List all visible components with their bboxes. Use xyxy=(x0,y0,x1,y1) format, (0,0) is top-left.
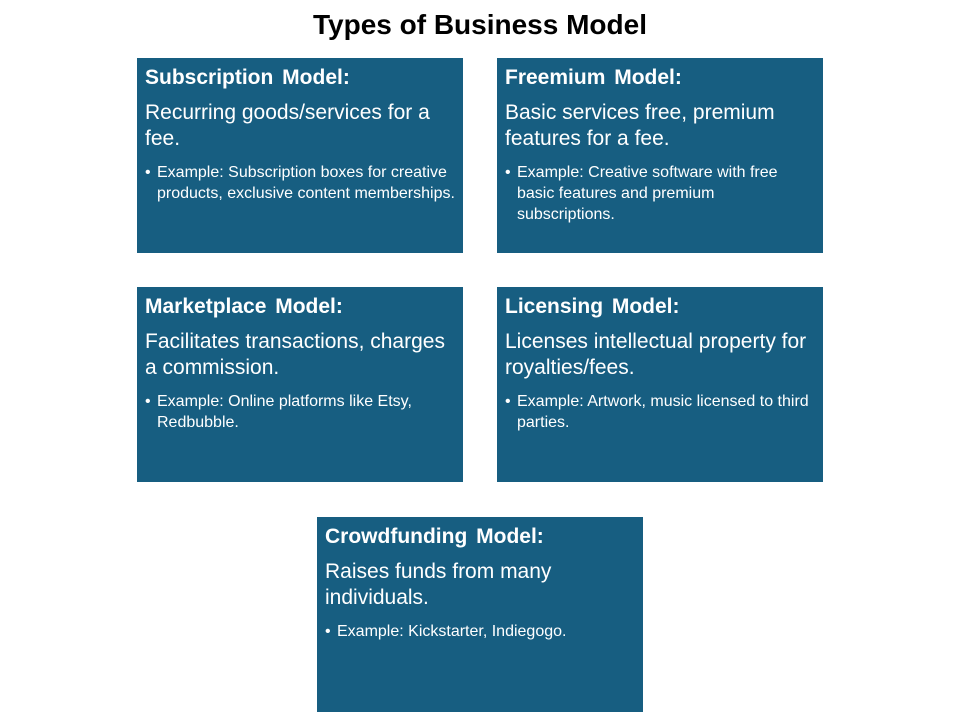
card-heading: Marketplace Model: xyxy=(145,295,343,318)
licensing-model-card: Licensing Model: Licenses intellectual p… xyxy=(497,287,823,482)
crowdfunding-model-card: Crowdfunding Model: Raises funds from ma… xyxy=(317,517,643,712)
example-text: Example: Kickstarter, Indiegogo. xyxy=(337,623,567,640)
marketplace-model-card: Marketplace Model: Facilitates transacti… xyxy=(137,287,463,482)
card-description: Recurring goods/services for a fee. xyxy=(145,101,430,150)
bullet-icon: • xyxy=(145,164,151,181)
bullet-icon: • xyxy=(325,623,331,640)
freemium-model-card: Freemium Model: Basic services free, pre… xyxy=(497,58,823,253)
example-bullet: • Example: Online platforms like Etsy, R… xyxy=(145,391,455,433)
card-description: Licenses intellectual property for royal… xyxy=(505,330,807,379)
bullet-icon: • xyxy=(505,393,511,410)
card-heading: Crowdfunding Model: xyxy=(325,525,544,548)
card-description: Raises funds from many individuals. xyxy=(325,560,552,609)
card-description: Facilitates transactions, charges a comm… xyxy=(145,330,445,379)
card-heading: Freemium Model: xyxy=(505,66,682,89)
example-text: Example: Artwork, music licensed to thir… xyxy=(517,393,809,431)
card-description: Basic services free, premium features fo… xyxy=(505,101,775,150)
bullet-icon: • xyxy=(145,393,151,410)
example-bullet: • Example: Creative software with free b… xyxy=(505,162,815,225)
example-text: Example: Subscription boxes for creative… xyxy=(157,164,455,202)
example-bullet: • Example: Artwork, music licensed to th… xyxy=(505,391,815,433)
example-text: Example: Online platforms like Etsy, Red… xyxy=(157,393,412,431)
card-heading: Subscription Model: xyxy=(145,66,350,89)
example-text: Example: Creative software with free bas… xyxy=(517,164,778,223)
card-heading: Licensing Model: xyxy=(505,295,680,318)
example-bullet: • Example: Kickstarter, Indiegogo. xyxy=(325,621,635,642)
bullet-icon: • xyxy=(505,164,511,181)
page-title: Types of Business Model xyxy=(313,9,647,40)
subscription-model-card: Subscription Model: Recurring goods/serv… xyxy=(137,58,463,253)
example-bullet: • Example: Subscription boxes for creati… xyxy=(145,162,455,204)
